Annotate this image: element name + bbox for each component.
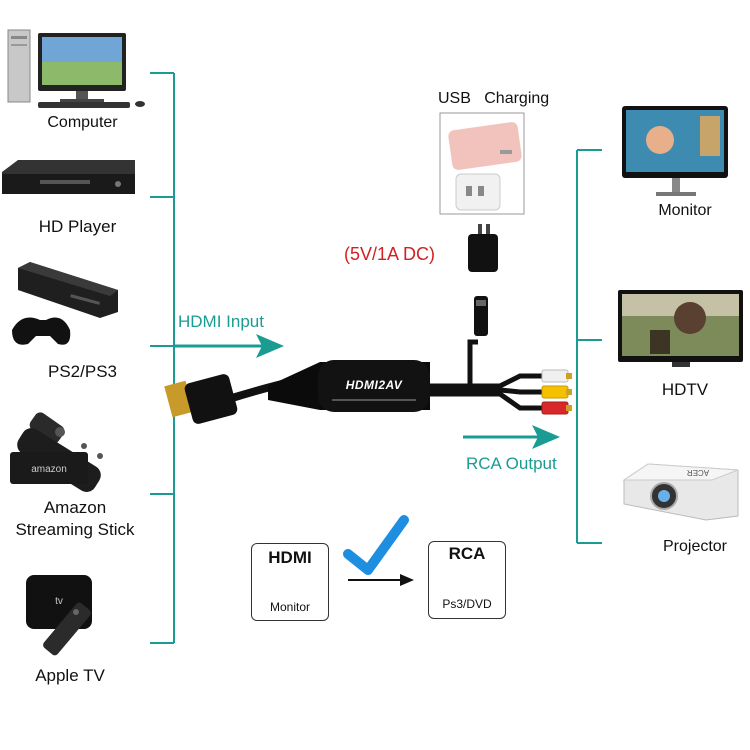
svg-text:ACER: ACER bbox=[687, 468, 709, 477]
monitor-icon bbox=[622, 106, 728, 196]
checkmark-icon bbox=[343, 515, 409, 575]
apple-tv-label: Apple TV bbox=[35, 666, 105, 685]
hdmi-legend-subtitle: Monitor bbox=[269, 600, 310, 614]
computer-icon bbox=[7, 29, 145, 108]
rca-output-label: RCA Output bbox=[466, 454, 557, 473]
usb-charging-frame bbox=[439, 112, 525, 215]
hdtv-icon bbox=[618, 290, 743, 367]
rca-output-arrowhead bbox=[532, 425, 560, 449]
converter-box bbox=[268, 360, 430, 412]
ps3-console-icon bbox=[12, 262, 118, 345]
usb-charging-label: USB Charging bbox=[438, 90, 550, 107]
power-adapter-icon bbox=[468, 224, 498, 272]
amazon-stick-icon: amazon bbox=[10, 412, 103, 492]
svg-text:tv: tv bbox=[55, 596, 63, 607]
rca-legend-title: RCA bbox=[448, 544, 486, 563]
hdmi-legend-title: HDMI bbox=[268, 548, 312, 567]
apple-tv-icon: tv bbox=[26, 575, 92, 656]
hdtv-label: HDTV bbox=[661, 380, 709, 399]
rca-cables bbox=[430, 296, 572, 415]
projector-label: Projector bbox=[662, 538, 728, 555]
ps-label: PS2/PS3 bbox=[48, 362, 117, 381]
hdmi-legend-box: HDMI Monitor bbox=[251, 543, 329, 621]
hdmi-input-label: HDMI Input bbox=[178, 312, 264, 331]
converter-badge: HDMI2AV bbox=[345, 378, 403, 392]
legend-arrow bbox=[348, 574, 414, 586]
hd-player-label: HD Player bbox=[38, 217, 117, 236]
computer-label: Computer bbox=[47, 114, 118, 131]
power-spec-label: (5V/1A DC) bbox=[344, 244, 436, 264]
projector-icon: ACER bbox=[622, 463, 739, 521]
rca-legend-subtitle: Ps3/DVD bbox=[442, 597, 492, 611]
hd-player-icon bbox=[2, 160, 135, 194]
amazon-label-line2: Streaming Stick bbox=[15, 520, 135, 539]
amazon-label-line1: Amazon bbox=[43, 498, 107, 517]
monitor-label: Monitor bbox=[658, 202, 712, 219]
svg-text:amazon: amazon bbox=[31, 464, 67, 475]
rca-legend-box: RCA Ps3/DVD bbox=[428, 541, 506, 619]
hdmi-input-arrowhead bbox=[256, 334, 284, 358]
